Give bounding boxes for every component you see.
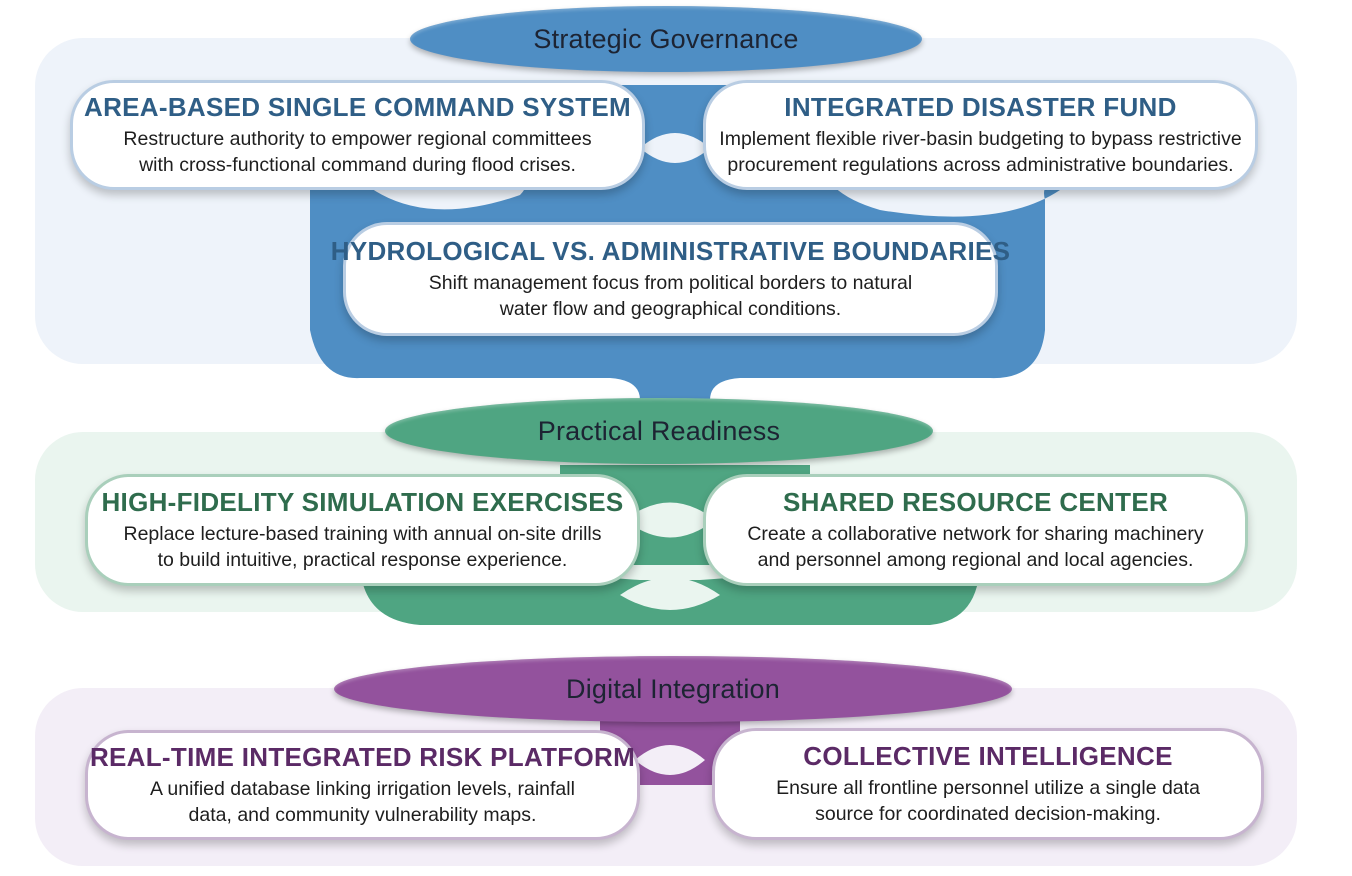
- card-title: AREA-BASED SINGLE COMMAND SYSTEM: [84, 92, 631, 122]
- hydrological-boundaries-card: HYDROLOGICAL VS. ADMINISTRATIVE BOUNDARI…: [331, 222, 1010, 336]
- card-title: SHARED RESOURCE CENTER: [782, 487, 1169, 517]
- digital-integration-label: Digital Integration: [334, 656, 1012, 722]
- readiness-notch-top: [625, 502, 715, 538]
- card-title: COLLECTIVE INTELLIGENCE: [803, 741, 1173, 771]
- strategic-governance-label-text: Strategic Governance: [533, 23, 799, 54]
- digital-integration-label-text: Digital Integration: [566, 673, 780, 704]
- risk-platform-card: REAL-TIME INTEGRATED RISK PLATFORM A uni…: [85, 730, 640, 840]
- card-description: Replace lecture-based training with annu…: [123, 523, 602, 571]
- card-title: HYDROLOGICAL VS. ADMINISTRATIVE BOUNDARI…: [330, 236, 1011, 266]
- card-title: REAL-TIME INTEGRATED RISK PLATFORM: [89, 742, 636, 772]
- card-title: INTEGRATED DISASTER FUND: [784, 92, 1177, 122]
- card-title: HIGH-FIDELITY SIMULATION EXERCISES: [101, 487, 624, 517]
- governance-notch: [640, 133, 710, 163]
- digital-notch: [635, 745, 705, 775]
- readiness-notch-bottom: [620, 577, 720, 610]
- collective-intelligence-card: COLLECTIVE INTELLIGENCE Ensure all front…: [712, 728, 1264, 840]
- strategic-governance-label: Strategic Governance: [410, 6, 922, 72]
- card-description: Implement flexible river-basin budgeting…: [719, 128, 1242, 176]
- card-description: Create a collaborative network for shari…: [747, 523, 1204, 571]
- card-description: Ensure all frontline personnel utilize a…: [776, 777, 1200, 825]
- area-based-command-card: AREA-BASED SINGLE COMMAND SYSTEM Restruc…: [70, 80, 645, 190]
- card-description: Restructure authority to empower regiona…: [123, 128, 592, 176]
- card-description: A unified database linking irrigation le…: [150, 778, 575, 826]
- card-description: Shift management focus from political bo…: [428, 272, 913, 320]
- practical-readiness-label-text: Practical Readiness: [537, 415, 781, 446]
- integrated-disaster-fund-card: INTEGRATED DISASTER FUND Implement flexi…: [703, 80, 1258, 190]
- practical-readiness-label: Practical Readiness: [385, 398, 933, 464]
- shared-resource-center-card: SHARED RESOURCE CENTER Create a collabor…: [703, 474, 1248, 586]
- simulation-exercises-card: HIGH-FIDELITY SIMULATION EXERCISES Repla…: [85, 474, 640, 586]
